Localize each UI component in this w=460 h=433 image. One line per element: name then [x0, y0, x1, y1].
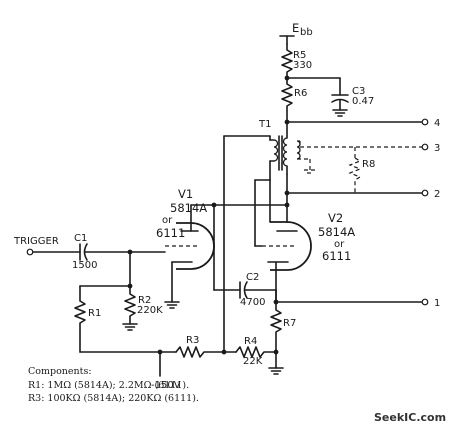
output-terminal-1	[421, 298, 429, 306]
terminal-3-label: 3	[434, 143, 440, 154]
components-note-heading: Components:	[28, 366, 92, 377]
watermark: SeekIC.com	[374, 411, 447, 424]
supply-label-sub: bb	[300, 27, 313, 38]
v2-ref: V2	[328, 211, 343, 225]
terminal-2-label: 2	[434, 189, 440, 200]
capacitor-c2: C2 4700	[213, 272, 277, 308]
supply-ebb: E bb	[279, 21, 313, 45]
resistor-r1: R1	[74, 285, 101, 353]
r2-value: 220K	[137, 305, 163, 316]
r3-ref: R3	[186, 335, 199, 346]
resistor-r2: R2 220K	[122, 251, 163, 331]
trigger-label: TRIGGER	[13, 236, 59, 247]
negative-supply-label: -150V	[151, 380, 181, 391]
supply-label-e: E	[292, 21, 299, 35]
r7-ref: R7	[283, 318, 296, 329]
t1-ref: T1	[258, 119, 271, 130]
v2-type-b: 6111	[322, 249, 351, 263]
r8-ref: R8	[362, 159, 375, 170]
resistor-r3: R3	[175, 335, 225, 358]
v2-or: or	[334, 239, 345, 250]
output-terminal-3	[421, 143, 429, 151]
resistor-r6: R6	[281, 77, 307, 123]
components-note-line2: R3: 100KΩ (5814A); 220KΩ (6111).	[28, 393, 199, 404]
tube-v2: V2 5814A or 6111	[254, 179, 355, 303]
r4-ref: R4	[244, 336, 257, 347]
c1-ref: C1	[74, 233, 87, 244]
r4-value: 22K	[243, 356, 263, 367]
trigger-input-terminal	[26, 248, 34, 256]
junction-dot	[284, 202, 290, 208]
r6-ref: R6	[294, 88, 307, 99]
r2-ref: R2	[138, 295, 151, 306]
output-terminal-4	[421, 118, 429, 126]
terminal-1-label: 1	[434, 298, 440, 309]
output-terminal-2	[421, 189, 429, 197]
resistor-r5: R5 330	[281, 43, 312, 79]
tube-v1: V1 5814A or 6111	[156, 187, 215, 303]
capacitor-c3: C3 0.47	[331, 86, 374, 117]
resistor-r4: R4 22K	[223, 336, 277, 367]
v1-type-a: 5814A	[170, 201, 207, 215]
v1-or: or	[162, 215, 173, 226]
r5-ref: R5	[293, 50, 306, 61]
junction-dot	[211, 202, 217, 208]
resistor-r7: R7	[270, 301, 296, 353]
c3-ref: C3	[352, 86, 365, 97]
c1-value: 1500	[72, 260, 97, 271]
c2-ref: C2	[246, 272, 259, 283]
transformer-t1: T1	[258, 119, 422, 181]
c2-value: 4700	[240, 297, 265, 308]
v1-type-b: 6111	[156, 226, 185, 240]
terminal-4-label: 4	[434, 118, 440, 129]
v2-type-a: 5814A	[318, 225, 355, 239]
c3-value: 0.47	[352, 96, 374, 107]
components-note-line1: R1: 1MΩ (5814A); 2.2MΩ (6111).	[28, 380, 190, 391]
r5-value: 330	[293, 60, 312, 71]
r1-ref: R1	[88, 308, 101, 319]
v1-ref: V1	[178, 187, 193, 201]
resistor-r8: R8	[348, 147, 375, 193]
